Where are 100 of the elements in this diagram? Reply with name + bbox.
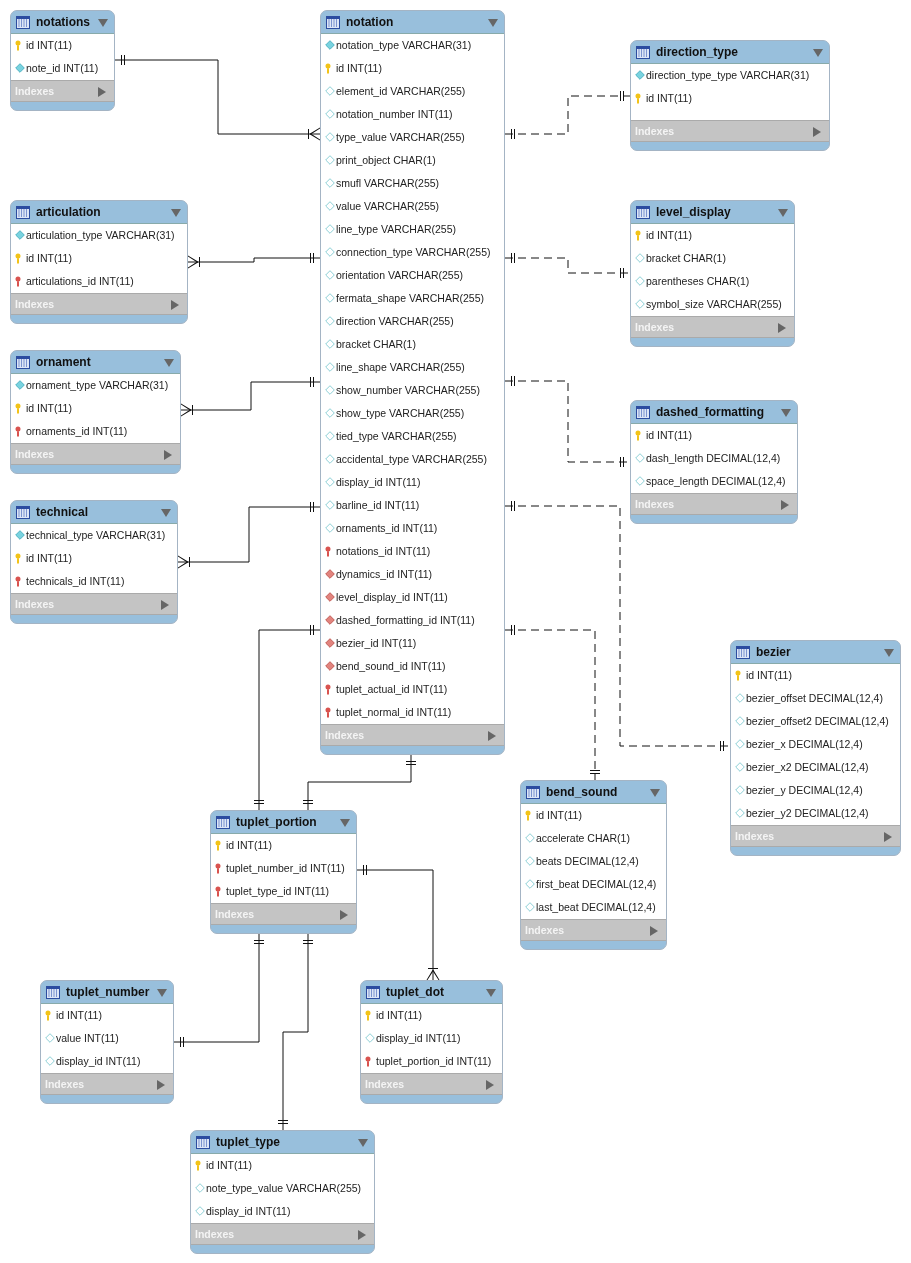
column-name: notations_id INT(11) — [336, 545, 431, 557]
column-name: ornaments_id INT(11) — [336, 522, 438, 534]
column-name: bezier_y2 DECIMAL(12,4) — [746, 807, 869, 819]
relationship-line — [278, 933, 313, 1131]
table-card — [630, 40, 830, 151]
table-name: notations — [36, 15, 90, 29]
column-name: id INT(11) — [26, 402, 72, 414]
relationship-line — [504, 91, 631, 139]
column-name: bezier_y DECIMAL(12,4) — [746, 784, 863, 796]
column-name: display_id INT(11) — [206, 1205, 291, 1217]
column-name: id INT(11) — [376, 1009, 422, 1021]
column-name: bezier_offset2 DECIMAL(12,4) — [746, 715, 889, 727]
column-name: bracket CHAR(1) — [646, 252, 726, 264]
table-card — [40, 980, 174, 1104]
column-name: id INT(11) — [56, 1009, 102, 1021]
relationship-line — [180, 377, 321, 417]
table-name: articulation — [36, 205, 101, 219]
column-name: barline_id INT(11) — [336, 499, 420, 511]
column-name: orientation VARCHAR(255) — [336, 269, 464, 281]
column-name: smufl VARCHAR(255) — [336, 177, 440, 189]
column-name: bezier_x DECIMAL(12,4) — [746, 738, 863, 750]
column-name: first_beat DECIMAL(12,4) — [536, 878, 657, 890]
column-name: accidental_type VARCHAR(255) — [336, 453, 487, 465]
column-name: technicals_id INT(11) — [26, 575, 125, 587]
table-card — [210, 810, 357, 934]
column-name: bracket CHAR(1) — [336, 338, 416, 350]
column-name: symbol_size VARCHAR(255) — [646, 298, 782, 310]
column-name: beats DECIMAL(12,4) — [536, 855, 639, 867]
relationship-line — [504, 501, 731, 751]
column-name: display_id INT(11) — [376, 1032, 461, 1044]
column-name: note_type_value VARCHAR(255) — [206, 1182, 362, 1194]
column-name: dash_length DECIMAL(12,4) — [646, 452, 781, 464]
column-name: direction_type_type VARCHAR(31) — [646, 69, 810, 81]
relationship-line — [177, 502, 321, 569]
relationship-line — [356, 865, 440, 981]
column-name: level_display_id INT(11) — [336, 591, 448, 603]
column-name: tuplet_actual_id INT(11) — [336, 683, 448, 695]
table-card — [10, 350, 181, 474]
table-card — [630, 200, 795, 347]
column-name: id INT(11) — [646, 92, 692, 104]
column-name: accelerate CHAR(1) — [536, 832, 630, 844]
table-name: notation — [346, 15, 394, 29]
column-name: dynamics_id INT(11) — [336, 568, 433, 580]
table-name: tuplet_type — [216, 1135, 280, 1149]
column-name: note_id INT(11) — [26, 62, 99, 74]
table-name: dashed_formatting — [656, 405, 764, 419]
table-name: bend_sound — [546, 785, 618, 799]
column-name: line_type VARCHAR(255) — [336, 223, 457, 235]
table-name: tuplet_portion — [236, 815, 317, 829]
column-name: fermata_shape VARCHAR(255) — [336, 292, 485, 304]
column-name: line_shape VARCHAR(255) — [336, 361, 465, 373]
relationship-line — [187, 253, 321, 269]
column-name: technical_type VARCHAR(31) — [26, 529, 166, 541]
column-name: id INT(11) — [26, 252, 72, 264]
column-name: id INT(11) — [26, 552, 72, 564]
relationship-line — [504, 625, 600, 781]
table-name: tuplet_number — [66, 985, 150, 999]
column-name: space_length DECIMAL(12,4) — [646, 475, 786, 487]
column-name: id INT(11) — [26, 39, 72, 51]
column-name: articulation_type VARCHAR(31) — [26, 229, 175, 241]
column-name: notation_number INT(11) — [336, 108, 453, 120]
column-name: dashed_formatting_id INT(11) — [336, 614, 475, 626]
column-name: show_number VARCHAR(255) — [336, 384, 480, 396]
table-name: direction_type — [656, 45, 739, 59]
column-name: id INT(11) — [336, 62, 382, 74]
column-name: tied_type VARCHAR(255) — [336, 430, 457, 442]
table-name: technical — [36, 505, 89, 519]
column-name: notation_type VARCHAR(31) — [336, 39, 472, 51]
column-name: connection_type VARCHAR(255) — [336, 246, 491, 258]
column-name: display_id INT(11) — [56, 1055, 141, 1067]
column-name: print_object CHAR(1) — [336, 154, 436, 166]
relationship-line — [173, 933, 264, 1047]
table-card — [10, 500, 178, 624]
relationship-line — [254, 625, 321, 811]
column-name: tuplet_normal_id INT(11) — [336, 706, 452, 718]
column-name: id INT(11) — [646, 229, 692, 241]
column-name: type_value VARCHAR(255) — [336, 131, 465, 143]
column-name: bezier_offset DECIMAL(12,4) — [746, 692, 883, 704]
table-name: ornament — [36, 355, 91, 369]
column-name: tuplet_portion_id INT(11) — [376, 1055, 492, 1067]
column-name: articulations_id INT(11) — [26, 275, 134, 287]
column-name: tuplet_type_id INT(11) — [226, 885, 330, 897]
column-name: id INT(11) — [746, 669, 792, 681]
table-card — [520, 780, 667, 950]
relationship-line — [303, 754, 416, 811]
column-name: bend_sound_id INT(11) — [336, 660, 446, 672]
table-card — [320, 10, 505, 755]
table-card — [360, 980, 503, 1104]
column-name: id INT(11) — [646, 429, 692, 441]
column-name: direction VARCHAR(255) — [336, 315, 454, 327]
table-card — [630, 400, 798, 524]
column-name: ornaments_id INT(11) — [26, 425, 128, 437]
column-name: id INT(11) — [226, 839, 272, 851]
column-name: id INT(11) — [206, 1159, 252, 1171]
column-name: id INT(11) — [536, 809, 582, 821]
table-card — [10, 10, 115, 111]
column-name: ornament_type VARCHAR(31) — [26, 379, 169, 391]
column-name: value VARCHAR(255) — [336, 200, 440, 212]
column-name: last_beat DECIMAL(12,4) — [536, 901, 656, 913]
column-name: value INT(11) — [56, 1032, 119, 1044]
